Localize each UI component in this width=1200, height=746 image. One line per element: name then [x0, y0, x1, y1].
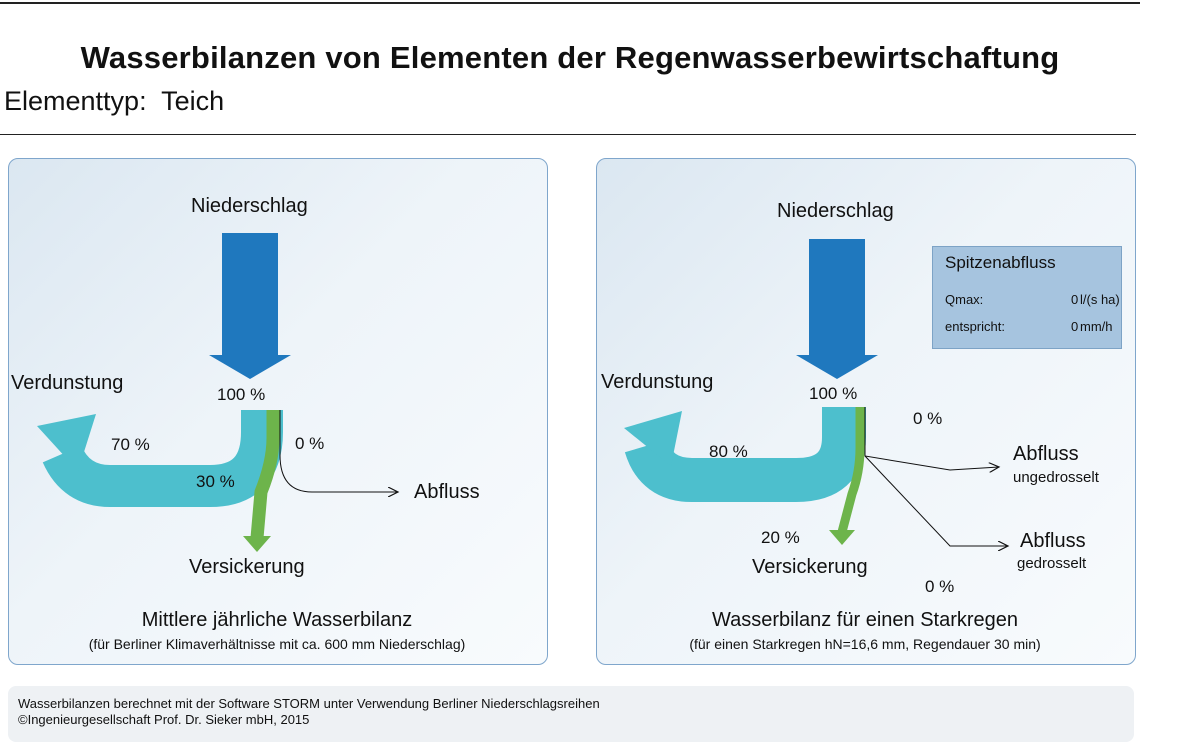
element-type-label: Elementtyp:: [4, 86, 147, 116]
qmax-value: 0: [1071, 292, 1079, 307]
right-caption: Wasserbilanz für einen Starkregen: [711, 609, 1019, 631]
page-title: Wasserbilanzen von Elementen der Regenwa…: [80, 40, 1060, 75]
right-infiltration-arrow: [829, 407, 865, 545]
left-evaporation-arrow: [37, 410, 283, 507]
right-runoff-throttled-line: [864, 455, 1008, 546]
left-infiltration-label: Versickerung: [189, 556, 305, 578]
left-runoff-line: [279, 410, 398, 492]
right-precipitation-pct: 100 %: [809, 384, 858, 403]
left-runoff-pct: 0 %: [295, 434, 325, 453]
right-runoff-throttled-sub: gedrosselt: [1017, 555, 1087, 572]
right-runoff-unthrottled-line: [864, 407, 999, 470]
footer-line-1: Wasserbilanzen berechnet mit der Softwar…: [18, 696, 600, 711]
right-precipitation-arrow: [796, 239, 878, 379]
right-runoff-unthrottled-label: Abfluss: [1013, 443, 1079, 465]
footer-line-2: ©Ingenieurgesellschaft Prof. Dr. Sieker …: [18, 712, 310, 727]
right-precipitation-label: Niederschlag: [777, 200, 894, 222]
left-subcaption: (für Berliner Klimaverhältnisse mit ca. …: [88, 636, 466, 652]
peak-box-title: Spitzenabfluss: [945, 253, 1056, 272]
right-subcaption: (für einen Starkregen hN=16,6 mm, Regend…: [689, 636, 1041, 652]
qmax-label: Qmax:: [945, 292, 984, 307]
left-precipitation-label: Niederschlag: [191, 195, 308, 217]
left-caption: Mittlere jährliche Wasserbilanz: [141, 609, 413, 631]
right-infiltration-pct: 20 %: [761, 528, 800, 547]
right-runoff-unthrottled-sub: ungedrosselt: [1013, 469, 1099, 486]
element-type-value: Teich: [161, 86, 225, 116]
left-evaporation-pct: 70 %: [111, 435, 150, 454]
top-rule: [0, 2, 1140, 4]
right-infiltration-label: Versickerung: [752, 556, 868, 578]
right-evaporation-pct: 80 %: [709, 442, 748, 461]
right-runoff-throttled-pct: 0 %: [925, 577, 955, 596]
right-runoff-unthrottled-pct: 0 %: [913, 409, 943, 428]
left-precipitation-arrow: [209, 233, 291, 379]
left-precipitation-pct: 100 %: [217, 385, 266, 404]
right-runoff-throttled-label: Abfluss: [1020, 530, 1086, 552]
header-divider: [0, 134, 1136, 135]
right-evaporation-label: Verdunstung: [601, 371, 714, 393]
footer-note: Wasserbilanzen berechnet mit der Softwar…: [8, 686, 1134, 742]
element-type: Elementtyp: Teich: [4, 86, 224, 117]
peak-discharge-box: Spitzenabfluss Qmax: 0 l/(s ha) entspric…: [932, 246, 1122, 349]
left-infiltration-arrow: [243, 410, 280, 552]
left-runoff-label: Abfluss: [414, 481, 480, 503]
equivalent-unit: mm/h: [1080, 319, 1113, 334]
left-infiltration-pct: 30 %: [196, 472, 235, 491]
right-evaporation-arrow: [624, 407, 866, 502]
qmax-unit: l/(s ha): [1080, 292, 1120, 307]
equivalent-value: 0: [1071, 319, 1079, 334]
left-evaporation-label: Verdunstung: [11, 372, 124, 394]
equivalent-label: entspricht:: [945, 319, 1005, 334]
